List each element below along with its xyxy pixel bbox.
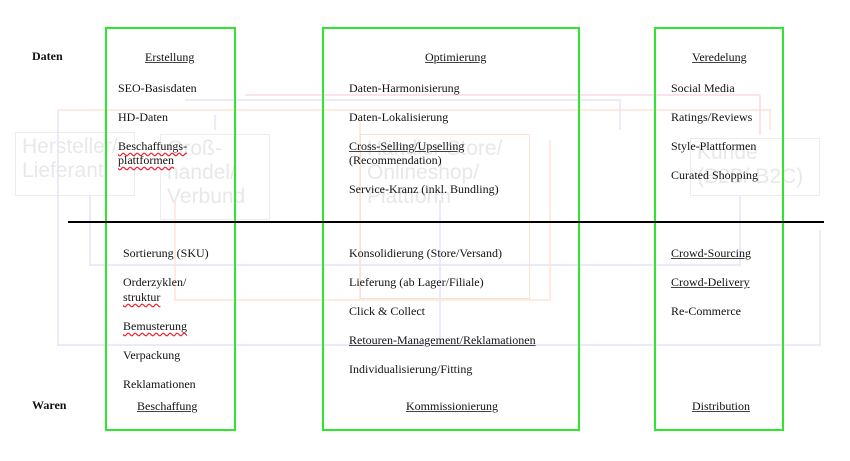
middle-bottom-item: Click & Collect — [349, 304, 425, 318]
middle-top-item: Daten-Harmonisierung — [349, 81, 460, 95]
left-bottom-item: Reklamationen — [123, 377, 196, 391]
side-label-daten: Daten — [32, 49, 63, 63]
middle-top-item: Service-Kranz (inkl. Bundling) — [349, 182, 499, 196]
middle-bottom-item: Konsolidierung (Store/Versand) — [349, 246, 502, 260]
side-label-waren: Waren — [32, 398, 67, 412]
left-bottom-item: Sortierung (SKU) — [123, 246, 209, 260]
left-top-item: plattformen — [118, 153, 174, 167]
column-frame-right — [654, 27, 784, 431]
left-top-item: HD-Daten — [118, 110, 168, 124]
ghost-box-kunde: Kunde (B2B/ B2C) — [690, 138, 820, 196]
left-bottom-item: Verpackung — [123, 348, 181, 362]
right-top-item: Social Media — [671, 81, 735, 95]
left-bottom-item: struktur — [123, 290, 161, 304]
left-bottom-item: Orderzyklen/ — [123, 275, 187, 289]
column-frame-middle — [322, 27, 580, 431]
ghost-box-haendler: Händler Store/ Onlineshop/ Plattform — [360, 134, 530, 299]
column-frame-left — [105, 27, 236, 431]
right-bottom-item: Crowd-Sourcing — [671, 246, 751, 260]
left-top-item: Beschaffungs- — [118, 139, 188, 153]
ghost-box-hersteller: Hersteller/ Lieferant — [15, 132, 135, 196]
right-top-item: Ratings/Reviews — [671, 110, 753, 124]
middle-top-item: Daten-Lokalisierung — [349, 110, 449, 124]
right-bottom-item: Crowd-Delivery — [671, 275, 750, 289]
data-goods-divider — [68, 221, 824, 223]
ghost-box-grosshandel: Groß- handel/ Verbund — [160, 134, 270, 220]
middle-bottom-item: Lieferung (ab Lager/Filiale) — [349, 275, 484, 289]
right-top-header: Veredelung — [692, 50, 747, 64]
right-top-item: Style-Plattformen — [671, 139, 757, 153]
left-bottom-item: Bemusterung — [123, 319, 187, 333]
middle-top-item: Cross-Selling/Upselling — [349, 139, 465, 153]
middle-bottom-header: Kommissionierung — [406, 399, 498, 413]
right-bottom-header: Distribution — [692, 399, 751, 413]
left-bottom-header: Beschaffung — [137, 399, 198, 413]
middle-top-item: (Recommendation) — [349, 153, 442, 167]
left-top-item: SEO-Basisdaten — [118, 81, 197, 95]
right-top-item: Curated Shopping — [671, 168, 758, 182]
middle-bottom-item: Individualisierung/Fitting — [349, 362, 473, 376]
middle-top-header: Optimierung — [425, 50, 487, 64]
right-bottom-item: Re-Commerce — [671, 304, 741, 318]
left-top-header: Erstellung — [145, 50, 195, 64]
middle-bottom-item: Retouren-Management/Reklamationen — [349, 333, 536, 347]
